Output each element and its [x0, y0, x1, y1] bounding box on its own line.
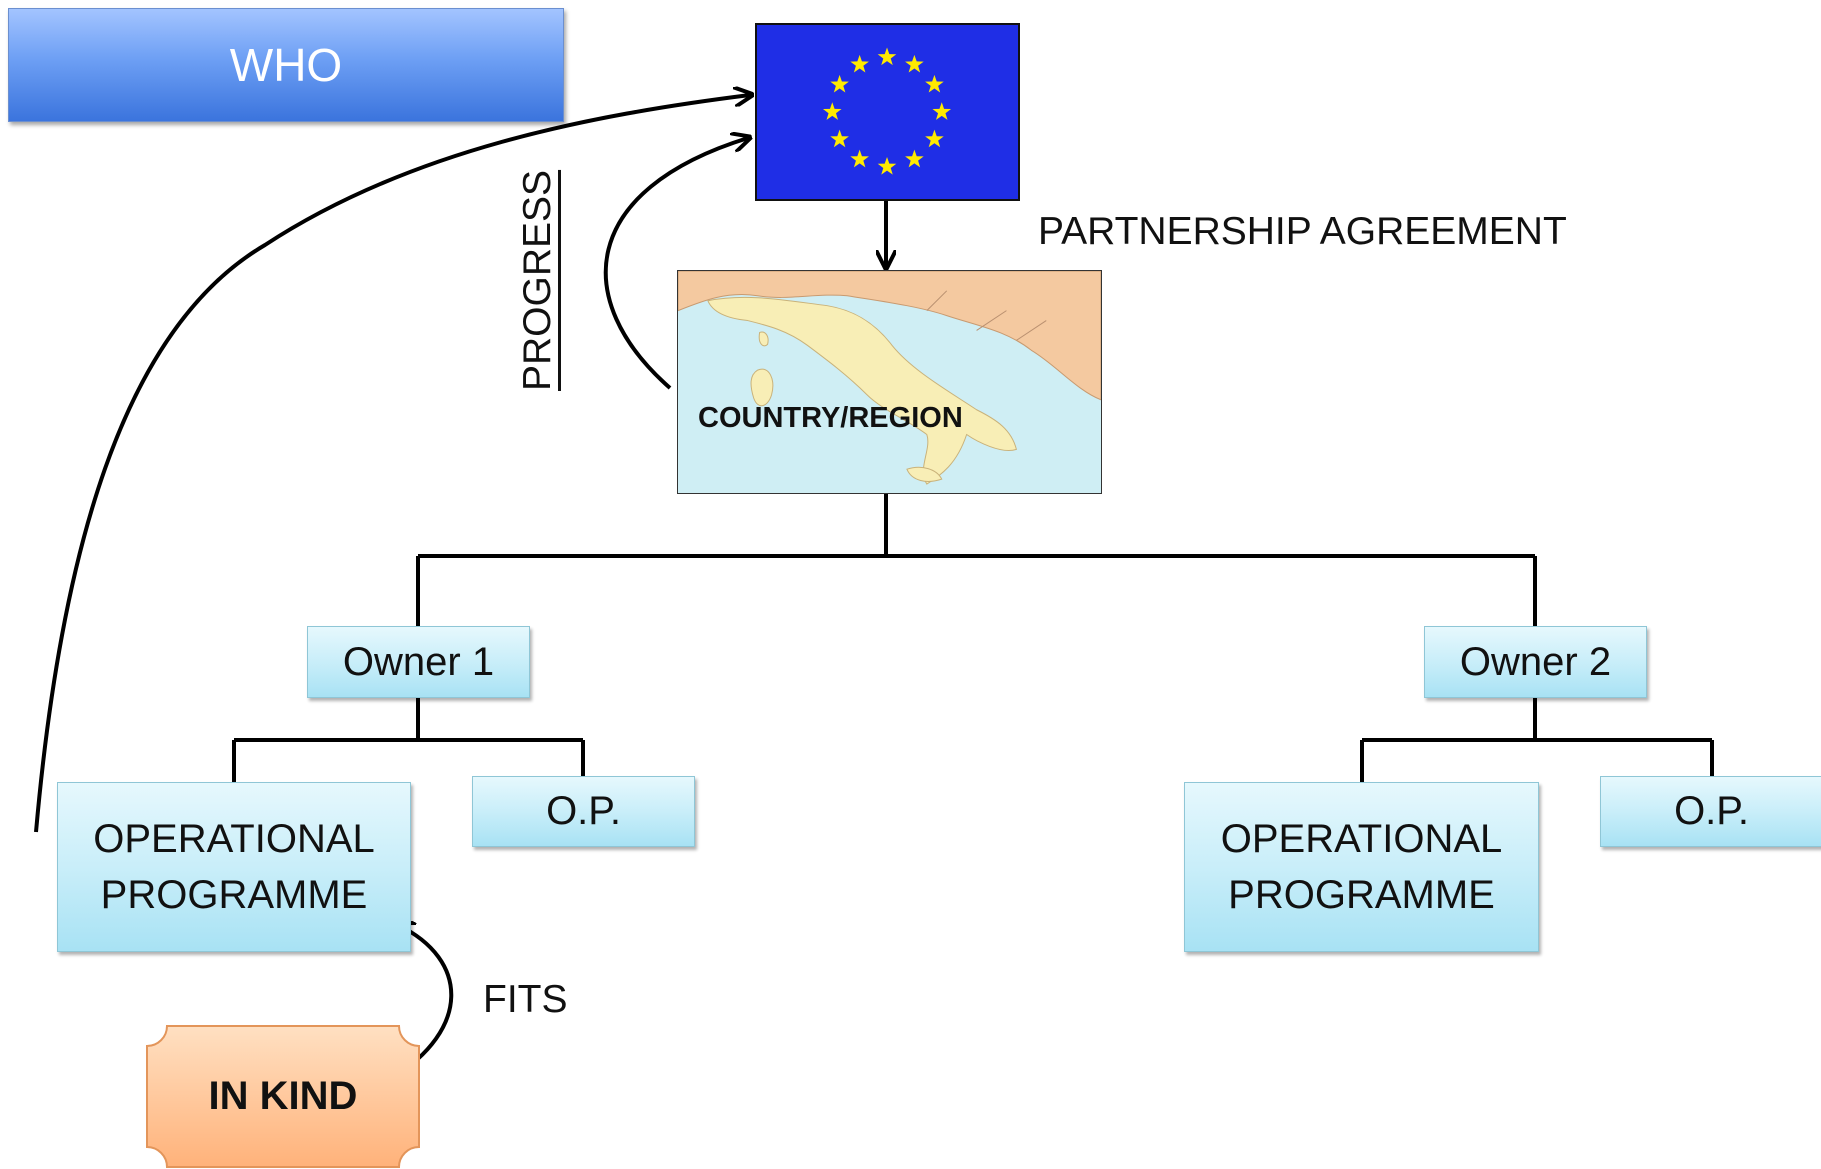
flag-star: [925, 74, 944, 93]
who-header: WHO: [8, 8, 564, 122]
operational-programme-node-2: OPERATIONAL PROGRAMME: [1184, 782, 1539, 952]
operational-programme-label-1: OPERATIONAL PROGRAMME: [93, 817, 375, 917]
operational-programme-label-2: OPERATIONAL PROGRAMME: [1220, 817, 1503, 917]
flag-star: [830, 129, 849, 148]
edge-owner1-to-programmes: [232, 698, 585, 782]
flag-star: [822, 102, 842, 120]
flag-star: [850, 149, 869, 168]
eu-flag-icon: [755, 23, 1020, 201]
edge-country-to-eu: [603, 138, 748, 390]
partnership-agreement-label: PARTNERSHIP AGREEMENT: [1038, 210, 1567, 253]
flag-star: [830, 74, 849, 93]
edge-owner2-to-programmes: [1360, 698, 1714, 782]
edge-country-to-owners: [416, 494, 1537, 626]
country-region-label: COUNTRY/REGION: [698, 402, 963, 434]
operational-programme-node-1: OPERATIONAL PROGRAMME: [57, 782, 411, 952]
fits-label: FITS: [483, 978, 568, 1021]
owner-1-node: Owner 1: [307, 626, 530, 698]
italy-map-image: [678, 271, 1101, 493]
who-header-title: WHO: [229, 39, 343, 91]
flag-star: [877, 47, 897, 66]
flag-star: [905, 149, 924, 168]
op-node-1: O.P.: [472, 776, 695, 847]
op-label-2: O.P.: [1674, 789, 1749, 833]
country-region-node: COUNTRY/REGION: [677, 270, 1102, 494]
flag-star: [925, 129, 944, 148]
in-kind-label: IN KIND: [208, 1074, 358, 1118]
progress-label-text: PROGRESS: [516, 169, 559, 391]
owner-1-label: Owner 1: [342, 640, 495, 684]
owner-2-label: Owner 2: [1459, 640, 1612, 684]
owner-2-node: Owner 2: [1424, 626, 1647, 698]
flag-star: [905, 54, 924, 73]
op-node-2: O.P.: [1600, 776, 1821, 847]
in-kind-node: IN KIND: [145, 1024, 421, 1169]
flag-star: [850, 54, 869, 73]
flag-star: [877, 156, 897, 175]
op-label-1: O.P.: [546, 789, 621, 833]
flag-star: [932, 102, 952, 120]
progress-label: PROGRESS: [508, 169, 568, 390]
edge-programme-to-eu: [34, 95, 750, 833]
